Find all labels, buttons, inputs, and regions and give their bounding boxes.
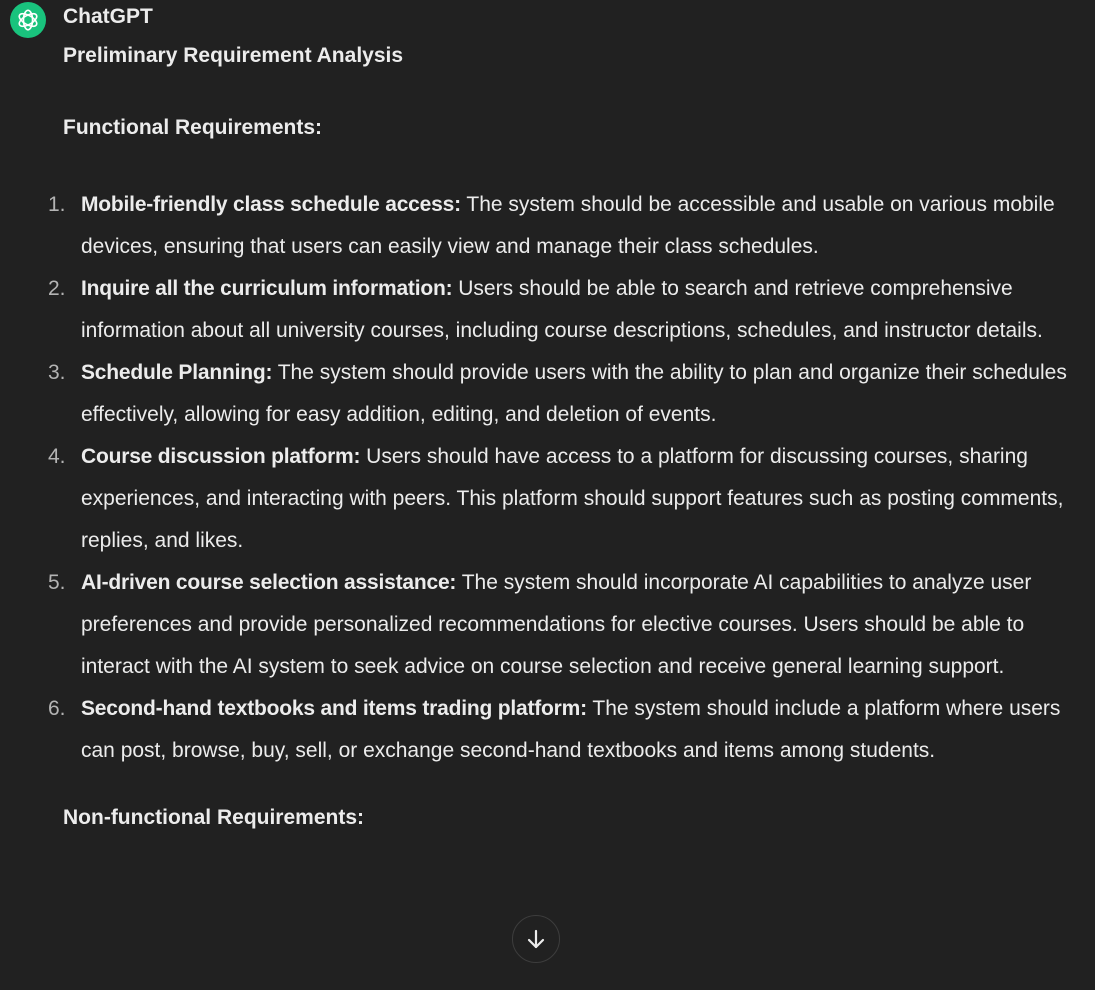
list-item-number: 6. (48, 697, 66, 720)
message-author: ChatGPT (63, 5, 153, 28)
nonfunctional-requirements-heading: Non-functional Requirements: (63, 806, 365, 829)
list-item: 4. Course discussion platform: Users shou… (48, 436, 1093, 562)
list-item: 2. Inquire all the curriculum information… (48, 268, 1093, 352)
list-item: 3. Schedule Planning: The system should p… (48, 352, 1093, 436)
message-content: Preliminary Requirement Analysis Functio… (48, 40, 1093, 834)
list-item-title: Mobile-friendly class schedule access: (81, 193, 461, 216)
list-item-title: Inquire all the curriculum information: (81, 277, 453, 300)
list-item-number: 4. (48, 445, 66, 468)
list-item-text: Users should be able to search and retri… (81, 277, 1043, 342)
list-item-number: 2. (48, 277, 66, 300)
scroll-to-bottom-button[interactable] (512, 915, 560, 963)
message-heading: Preliminary Requirement Analysis (63, 44, 404, 67)
list-item-text: The system should be accessible and usab… (81, 193, 1055, 258)
list-item: 5. AI-driven course selection assistance:… (48, 562, 1093, 688)
arrow-down-icon (527, 929, 545, 949)
list-item-text: Users should have access to a platform f… (81, 445, 1064, 552)
list-item-title: Schedule Planning: (81, 361, 273, 384)
list-item: 1. Mobile-friendly class schedule access:… (48, 184, 1093, 268)
list-item-title: AI-driven course selection assistance: (81, 571, 457, 594)
list-item-number: 1. (48, 193, 66, 216)
list-item-number: 5. (48, 571, 66, 594)
openai-logo-icon (18, 9, 38, 31)
list-item-title: Course discussion platform: (81, 445, 361, 468)
functional-requirements-list: 1. Mobile-friendly class schedule access:… (48, 184, 1093, 772)
list-item-text: The system should include a platform whe… (81, 697, 1061, 762)
list-item-text: The system should incorporate AI capabil… (81, 571, 1032, 678)
list-item-number: 3. (48, 361, 66, 384)
list-item-text: The system should provide users with the… (81, 361, 1067, 426)
list-item: 6. Second-hand textbooks and items tradin… (48, 688, 1093, 772)
avatar (10, 2, 46, 38)
list-item-title: Second-hand textbooks and items trading … (81, 697, 587, 720)
functional-requirements-heading: Functional Requirements: (63, 116, 323, 139)
